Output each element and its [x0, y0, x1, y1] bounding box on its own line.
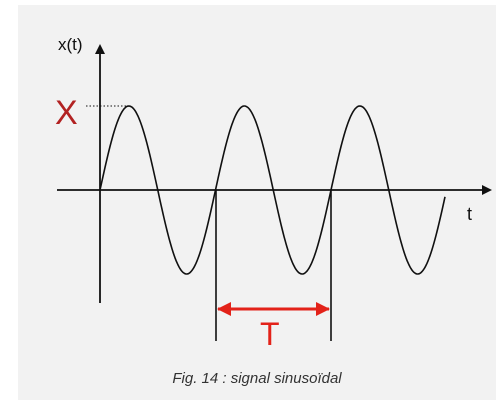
figure-caption: Fig. 14 : signal sinusoïdal	[172, 370, 342, 387]
period-label: T	[260, 316, 280, 352]
x-axis-label: t	[467, 204, 472, 224]
figure-background	[18, 5, 496, 400]
amplitude-label: X	[55, 94, 78, 132]
y-axis-label: x(t)	[58, 35, 83, 54]
sine-curve	[99, 105, 446, 275]
